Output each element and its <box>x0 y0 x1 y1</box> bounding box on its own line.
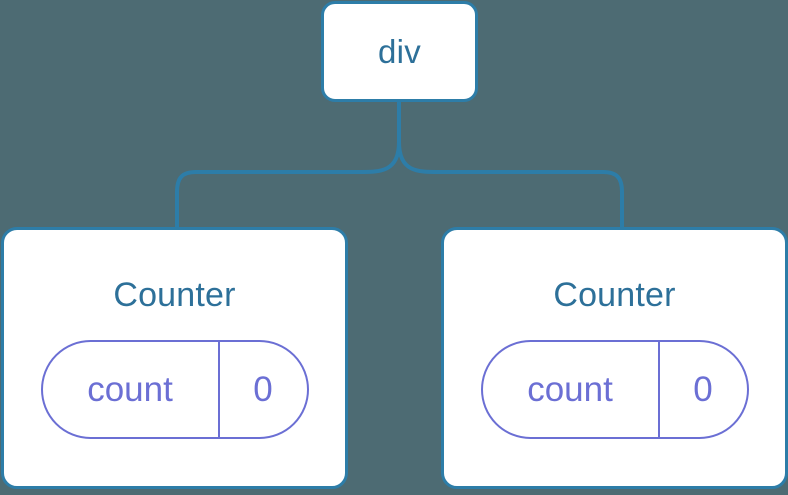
node-counter-1[interactable]: Counter count 0 <box>441 227 788 489</box>
node-counter-0[interactable]: Counter count 0 <box>1 227 348 489</box>
node-div-label: div <box>377 33 422 70</box>
state-pill-0-value-label: 0 <box>253 370 273 409</box>
node-div[interactable]: div <box>321 1 478 102</box>
connector-branch-right <box>397 141 624 227</box>
connector-branch-left <box>175 141 401 227</box>
state-pill-1-key-label: count <box>527 370 613 409</box>
state-pill-1-value: 0 <box>660 342 747 437</box>
state-pill-0-value: 0 <box>220 342 307 437</box>
state-pill-0[interactable]: count 0 <box>40 340 309 439</box>
state-pill-0-key: count <box>43 342 220 437</box>
state-pill-1-value-label: 0 <box>693 370 713 409</box>
state-pill-1[interactable]: count 0 <box>480 340 749 439</box>
state-pill-1-key: count <box>483 342 660 437</box>
node-counter-1-title: Counter <box>553 276 676 314</box>
state-pill-0-key-label: count <box>87 370 173 409</box>
node-counter-0-title: Counter <box>113 276 236 314</box>
